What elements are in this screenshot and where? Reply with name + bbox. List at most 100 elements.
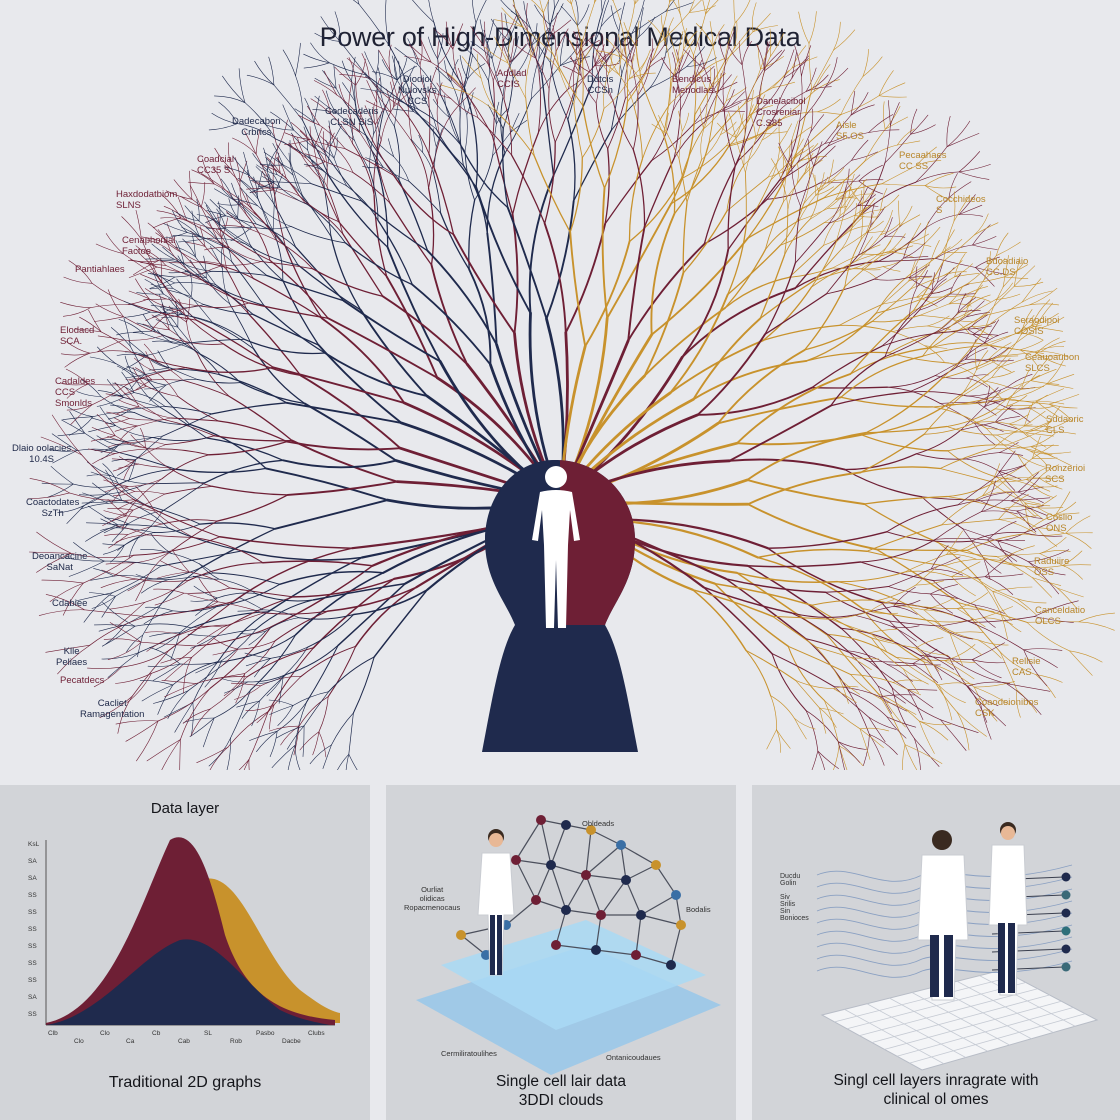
- tree-branch: [780, 91, 815, 120]
- tree-branch: [179, 739, 181, 770]
- tree-branch: [582, 104, 606, 189]
- tree-branch: [1026, 479, 1051, 492]
- tree-label: Cadaldes CCS Smonlds: [55, 376, 96, 409]
- tree-branch: [893, 586, 916, 607]
- tree-branch: [376, 165, 389, 248]
- tree-branch: [850, 674, 894, 683]
- tree-branch: [192, 575, 220, 580]
- tree-branch: [1030, 433, 1056, 447]
- tree-branch: [838, 741, 860, 763]
- tree-branch: [970, 540, 1029, 563]
- tree-branch: [946, 408, 996, 427]
- tree-branch: [938, 619, 973, 627]
- tree-branch: [264, 124, 294, 131]
- tree-branch: [189, 184, 202, 208]
- tree-branch: [1017, 491, 1044, 503]
- tree-branch: [1041, 340, 1066, 352]
- tree-branch: [984, 385, 990, 407]
- tree-branch: [191, 624, 231, 658]
- tree-branch: [238, 759, 250, 770]
- network-edge: [625, 879, 642, 916]
- tree-branch: [306, 157, 328, 187]
- tree-branch: [146, 385, 179, 397]
- tree-branch: [112, 565, 162, 594]
- tree-branch: [115, 720, 159, 725]
- tree-branch: [471, 54, 489, 82]
- tree-branch: [244, 640, 276, 674]
- tree-branch: [110, 544, 125, 563]
- tree-branch: [1019, 340, 1044, 351]
- tree-branch: [1055, 491, 1071, 515]
- tree-branch: [988, 355, 1019, 360]
- tree-branch: [869, 611, 898, 614]
- tree-branch: [884, 217, 893, 238]
- tree-branch: [871, 314, 921, 323]
- tree-branch: [791, 52, 797, 79]
- tree-branch: [342, 82, 356, 103]
- tree-branch: [552, 54, 584, 106]
- tree-branch: [946, 120, 971, 147]
- tree-branch: [235, 673, 245, 704]
- tree-branch: [886, 531, 972, 543]
- tree-branch: [491, 18, 509, 41]
- tree-branch: [130, 374, 146, 390]
- tree-branch: [294, 108, 315, 123]
- tree-branch: [292, 134, 301, 154]
- tree-branch: [445, 21, 454, 50]
- tree-branch: [285, 177, 306, 204]
- tree-branch: [136, 292, 164, 295]
- tree-branch: [398, 179, 429, 252]
- tree-branch: [553, 0, 555, 9]
- tree-branch: [573, 129, 612, 202]
- tree-branch: [90, 471, 118, 483]
- tree-branch: [566, 0, 572, 5]
- grid-line: [871, 994, 1050, 1043]
- tree-branch: [855, 253, 880, 269]
- tree-branch: [736, 572, 828, 635]
- tree-branch: [910, 114, 929, 135]
- tree-branch: [334, 11, 341, 42]
- tree-branch: [972, 236, 997, 246]
- tree-branch: [215, 229, 230, 248]
- tree-branch: [299, 130, 315, 148]
- tree-branch: [190, 636, 216, 649]
- tree-branch: [882, 266, 901, 272]
- tree-branch: [912, 663, 939, 683]
- tree-branch: [827, 132, 870, 147]
- tree-branch: [699, 58, 725, 74]
- tree-branch: [559, 56, 590, 66]
- tree-branch: [437, 58, 441, 95]
- tree-branch: [841, 222, 854, 250]
- tree-branch: [147, 663, 181, 667]
- tree-branch: [187, 633, 216, 637]
- tree-branch: [376, 78, 380, 104]
- tree-branch: [459, 78, 468, 114]
- tree-branch: [145, 631, 181, 635]
- network-node: [581, 870, 591, 880]
- tree-branch: [177, 197, 188, 222]
- tree-label: Cocchideos S: [936, 194, 986, 216]
- tree-branch: [164, 683, 197, 698]
- tree-label: Coslio ONS: [1046, 512, 1073, 534]
- tree-branch: [985, 427, 1018, 455]
- tree-branch: [282, 459, 398, 469]
- tree-branch: [86, 461, 111, 476]
- tree-branch: [645, 48, 655, 72]
- tree-branch: [329, 62, 367, 76]
- tree-branch: [1062, 565, 1083, 580]
- tree-branch: [976, 359, 999, 370]
- tree-branch: [170, 417, 219, 422]
- tree-branch: [177, 396, 219, 422]
- tree-branch: [180, 310, 224, 345]
- tree-branch: [123, 300, 151, 313]
- tree-branch: [994, 334, 1022, 370]
- tree-branch: [775, 77, 793, 115]
- tree-branch: [985, 301, 1023, 328]
- tree-branch: [623, 22, 637, 47]
- tree-branch: [428, 91, 452, 99]
- tree-branch: [836, 571, 906, 583]
- tree-branch: [794, 222, 830, 264]
- tree-branch: [863, 495, 948, 505]
- tree-branch: [649, 66, 688, 89]
- tree-branch: [626, 37, 632, 62]
